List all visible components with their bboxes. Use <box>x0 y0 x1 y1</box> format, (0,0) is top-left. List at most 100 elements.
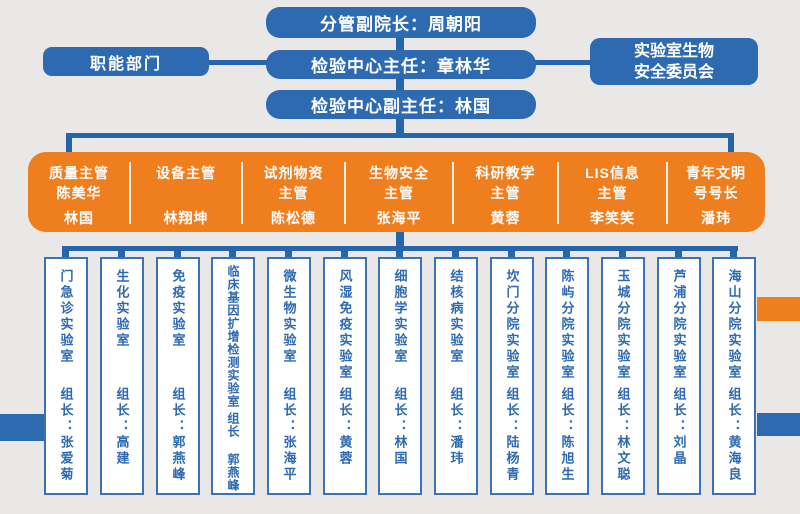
supervisor-name: 陈松德 <box>271 210 316 226</box>
node-deputy-director: 检验中心副主任：林国 <box>266 90 536 119</box>
right-orange-tab <box>757 297 800 321</box>
supervisor-title: LIS信息 <box>585 165 640 181</box>
connector-bar-stem <box>396 231 404 249</box>
supervisor-name: 林国 <box>64 210 94 226</box>
lab-leader: 组长：高建 <box>114 387 130 467</box>
supervisor-lis: LIS信息 主管 李笑笑 <box>558 152 667 232</box>
connector-lab-stub <box>619 246 626 258</box>
lab-leader: 组长：张爱菊 <box>58 387 74 483</box>
supervisor-biosafety: 生物安全 主管 张海平 <box>345 152 453 232</box>
connector-c-stem <box>396 117 404 138</box>
supervisor-title: 设备主管 <box>156 165 216 181</box>
supervisor-title: 主管 <box>597 185 628 201</box>
lab-leader: 组长：潘玮 <box>448 387 464 467</box>
lab-box-chenyu: 陈屿分院实验室 组长：陈旭生 <box>545 257 589 495</box>
connector-left-b <box>207 60 268 65</box>
lab-name: 陈屿分院实验室 <box>559 269 575 381</box>
connector-lab-stub <box>508 246 515 258</box>
lab-leader: 组长：林文聪 <box>615 387 631 483</box>
node-vice-president-label: 分管副院长：周朝阳 <box>320 15 482 34</box>
supervisor-divider <box>557 162 559 224</box>
connector-a-b <box>396 35 404 53</box>
lab-box-immunology: 免疫实验室 组长：郭燕峰 <box>156 257 200 495</box>
connector-c-drop-left <box>66 133 72 153</box>
supervisor-title: 号号长 <box>693 185 739 201</box>
supervisor-title: 主管 <box>278 185 309 201</box>
lab-box-cytology: 细胞学实验室 组长：林国 <box>378 257 422 495</box>
connector-lab-stub <box>62 246 69 258</box>
connector-lab-stub <box>452 246 459 258</box>
lab-box-yucheng: 玉城分院实验室 组长：林文聪 <box>601 257 645 495</box>
supervisor-name: 张海平 <box>376 210 422 226</box>
lab-leader: 组长 郭燕峰 <box>226 412 240 492</box>
supervisor-title: 科研教学 <box>475 165 536 181</box>
supervisor-research: 科研教学 主管 黄蓉 <box>453 152 558 232</box>
supervisor-reagent: 试剂物资 主管 陈松德 <box>242 152 345 232</box>
lab-name: 临床基因扩增检测实验室 <box>226 265 240 408</box>
supervisor-title: 试剂物资 <box>263 165 324 181</box>
connector-lab-stub <box>341 246 348 258</box>
supervisor-divider <box>452 162 454 224</box>
lab-name: 细胞学实验室 <box>392 269 408 365</box>
supervisor-name: 陈美华 <box>56 185 102 201</box>
lab-name: 芦浦分院实验室 <box>671 269 687 381</box>
lab-box-biochemistry: 生化实验室 组长：高建 <box>100 257 144 495</box>
connector-b-c <box>396 76 404 93</box>
lab-name: 生化实验室 <box>114 269 130 349</box>
lab-name: 微生物实验室 <box>281 269 297 365</box>
supervisor-divider <box>344 162 346 224</box>
supervisor-title: 青年文明 <box>686 165 746 181</box>
lab-box-kanmen: 坎门分院实验室 组长：陆杨青 <box>490 257 534 495</box>
lab-box-outpatient: 门急诊实验室 组长：张爱菊 <box>44 257 88 495</box>
connector-lab-stub <box>174 246 181 258</box>
lab-name: 门急诊实验室 <box>58 269 74 365</box>
supervisor-name: 李笑笑 <box>590 210 635 226</box>
lab-leader: 组长：黄蓉 <box>337 387 353 467</box>
supervisor-youth: 青年文明 号号长 潘玮 <box>667 152 765 232</box>
connector-lab-stub <box>730 246 737 258</box>
node-functional-dept-label: 职能部门 <box>89 55 162 73</box>
connector-lab-stub <box>118 246 125 258</box>
lab-box-haishan: 海山分院实验室 组长：黄海良 <box>712 257 756 495</box>
lab-name: 玉城分院实验室 <box>615 269 631 381</box>
connector-lab-stub <box>675 246 682 258</box>
node-deputy-director-label: 检验中心副主任：林国 <box>311 97 491 116</box>
lab-box-microbiology: 微生物实验室 组长：张海平 <box>267 257 311 495</box>
supervisor-divider <box>241 162 243 224</box>
lab-name: 结核病实验室 <box>448 269 464 365</box>
lab-leader: 组长：林国 <box>392 387 408 467</box>
connector-lab-stub <box>563 246 570 258</box>
node-biosafety-committee: 实验室生物 安全委员会 <box>590 38 758 85</box>
lab-box-rheumatism: 风湿免疫实验室 组长：黄蓉 <box>323 257 367 495</box>
supervisor-quality: 质量主管 陈美华 林国 <box>28 152 130 232</box>
left-blue-tab <box>0 414 44 441</box>
connector-lab-stub <box>285 246 292 258</box>
node-center-director-label: 检验中心主任：章林华 <box>311 57 491 76</box>
lab-leader: 组长：陆杨青 <box>504 387 520 483</box>
supervisor-name: 林翔坤 <box>163 210 209 226</box>
lab-leader: 组长：郭燕峰 <box>170 387 186 483</box>
lab-leader: 组长：陈旭生 <box>559 387 575 483</box>
lab-name: 免疫实验室 <box>170 269 186 349</box>
supervisor-divider <box>666 162 668 224</box>
supervisor-equipment: 设备主管 林翔坤 <box>130 152 242 232</box>
connector-lab-stub <box>396 246 403 258</box>
lab-box-pcr: 临床基因扩增检测实验室 组长 郭燕峰 <box>211 257 255 495</box>
supervisor-title: 主管 <box>490 185 521 201</box>
node-biosafety-committee-line2: 安全委员会 <box>633 63 714 81</box>
connector-b-right <box>534 60 592 65</box>
lab-leader: 组长：黄海良 <box>726 387 742 483</box>
node-vice-president: 分管副院长：周朝阳 <box>266 7 536 38</box>
supervisors-bar: 质量主管 陈美华 林国 设备主管 林翔坤 试剂物资 主管 陈松德 生物安全 主管… <box>28 152 765 232</box>
connector-c-drop-right <box>728 133 734 153</box>
connector-c-rail <box>66 133 734 138</box>
supervisor-name: 黄蓉 <box>490 210 521 226</box>
lab-name: 坎门分院实验室 <box>504 269 520 381</box>
connector-lab-stub <box>229 246 236 258</box>
supervisor-divider <box>129 162 131 224</box>
node-center-director: 检验中心主任：章林华 <box>266 50 536 79</box>
supervisor-title: 质量主管 <box>49 165 109 181</box>
lab-box-tuberculosis: 结核病实验室 组长：潘玮 <box>434 257 478 495</box>
node-functional-dept: 职能部门 <box>43 47 209 76</box>
